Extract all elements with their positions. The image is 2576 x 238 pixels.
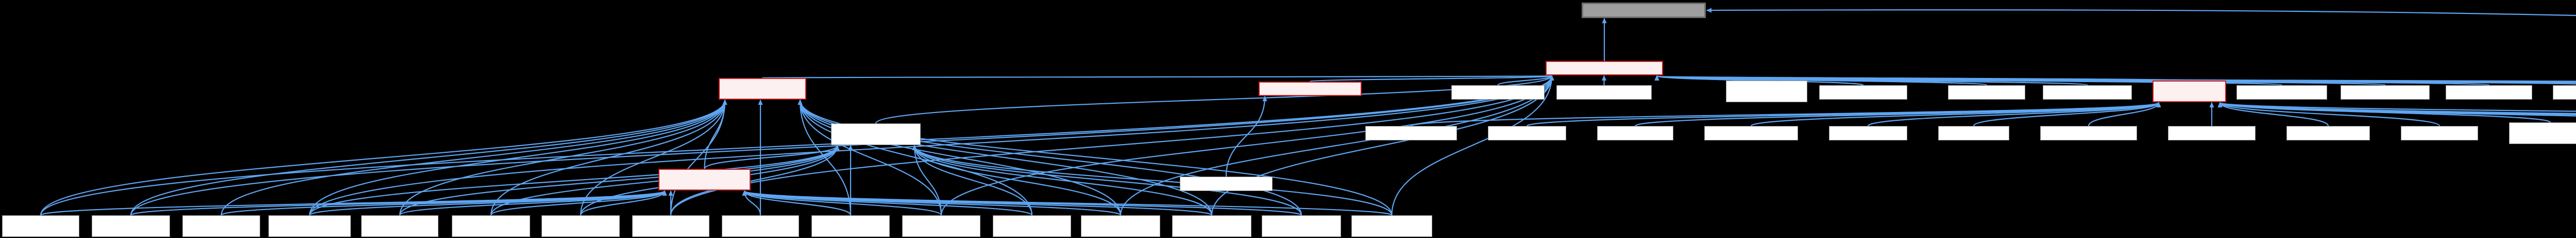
include-edge-c_slider_cpp-to-component_base_hpp <box>798 99 1213 216</box>
include-edge-c_menu_cpp-to-component_options_hpp <box>912 145 1122 216</box>
graph-node-c_radiobox_cpp[interactable] <box>1262 215 1341 237</box>
include-edge-c_hoverable_cpp-to-component_hpp <box>221 190 667 216</box>
include-edge-reflect_cpp-to-elements_hpp <box>1656 75 2576 82</box>
include-edge-c_modal_cpp-to-component_hpp <box>742 190 852 216</box>
include-edge-underlined_double_cpp-to-node_decorator_hpp <box>2218 102 2576 112</box>
graph-node-frame_cpp[interactable] <box>2236 85 2327 100</box>
graph-node-flexbox_cpp[interactable] <box>2043 85 2132 100</box>
include-edge-c_button_cpp-to-elements_hpp <box>309 75 1554 216</box>
include-edge-c_button_cpp-to-component_base_hpp <box>309 99 727 216</box>
graph-node-node_decorator_hpp[interactable] <box>2153 81 2226 102</box>
graph-node-c_menu_cpp[interactable] <box>1081 215 1160 237</box>
graph-node-c_dropdown_cpp[interactable] <box>541 215 620 237</box>
graph-node-hyperlink_cpp[interactable] <box>2168 126 2256 140</box>
include-edge-text_cpp-to-deprecated_hpp <box>1706 8 2576 17</box>
graph-node-automerge_cpp[interactable] <box>1365 126 1457 140</box>
include-edge-c_menu_cpp-to-component_base_hpp <box>798 99 1122 216</box>
graph-node-c_renderer_cpp[interactable] <box>902 215 980 237</box>
graph-node-focus_cursor_cpp[interactable] <box>2040 126 2137 140</box>
graph-node-blink_cpp[interactable] <box>1488 126 1566 140</box>
graph-node-bold_cpp[interactable] <box>1597 126 1673 140</box>
include-edge-c_collapsible_cpp-to-component_base_hpp <box>490 99 727 216</box>
graph-node-color_cpp[interactable] <box>1829 126 1907 140</box>
graph-node-italic_cpp[interactable] <box>2401 126 2478 140</box>
include-edge-c_hoverable_cpp-to-component_base_hpp <box>221 99 727 216</box>
graph-node-c_collapsible_cpp[interactable] <box>452 215 530 237</box>
graph-node-c_component_cpp[interactable] <box>2 215 79 237</box>
include-edge-c_slider_cpp-to-component_hpp <box>742 190 1213 216</box>
graph-node-component_base_hpp[interactable] <box>719 78 806 100</box>
graph-node-graph_cpp[interactable] <box>2446 85 2532 100</box>
include-edge-c_window_cpp-to-component_options_hpp <box>912 145 1393 216</box>
include-edge-automerge_cpp-to-node_decorator_hpp <box>1410 102 2161 127</box>
include-edge-italic_cpp-to-node_decorator_hpp <box>2217 102 2441 127</box>
include-edge-c_component_cpp-to-elements_hpp <box>40 75 1554 216</box>
graph-node-gridbox_cpp[interactable] <box>2553 85 2576 100</box>
graph-node-table_cpp[interactable] <box>1180 177 1273 191</box>
include-edge-color_cpp-to-node_decorator_hpp <box>1867 102 2161 127</box>
include-edge-c_window_cpp-to-component_hpp <box>742 190 1393 216</box>
graph-node-inverted_cpp[interactable] <box>2286 126 2370 140</box>
include-edge-c_renderer_cpp-to-component_options_hpp <box>912 145 942 216</box>
graph-node-border_cpp[interactable] <box>1451 85 1545 100</box>
graph-node-c_modal_cpp[interactable] <box>811 215 890 237</box>
include-edge-clear_under_cpp-to-node_decorator_hpp <box>1750 102 2161 127</box>
include-edge-c_resizable_split_cpp-to-component_options_hpp <box>912 145 1033 216</box>
graph-node-linear_gradient_cpp[interactable] <box>2509 122 2576 144</box>
include-edge-component_base_hpp-to-elements_hpp <box>761 75 1553 81</box>
include-edge-c_component_cpp-to-component_base_hpp <box>40 99 727 216</box>
graph-node-deprecated_hpp[interactable] <box>1582 3 1706 18</box>
graph-node-c_input_cpp[interactable] <box>632 215 709 237</box>
include-edge-underlined_cpp-to-node_decorator_hpp <box>2218 102 2576 115</box>
include-edge-c_renderer_cpp-to-elements_hpp <box>940 75 1554 216</box>
include-edge-c_radiobox_cpp-to-component_base_hpp <box>798 99 1302 216</box>
include-edge-bold_cpp-to-node_decorator_hpp <box>1634 102 2161 127</box>
graph-node-c_button_cpp[interactable] <box>268 215 351 237</box>
include-edge-c_button_cpp-to-component_hpp <box>309 190 667 216</box>
include-edge-c_input_cpp-to-component_base_hpp <box>670 99 727 216</box>
graph-node-c_slider_cpp[interactable] <box>1172 215 1251 237</box>
include-edge-c_window_cpp-to-component_base_hpp <box>798 99 1393 216</box>
graph-node-c_resizable_split_cpp[interactable] <box>993 215 1071 237</box>
graph-node-c_window_cpp[interactable] <box>1351 215 1432 237</box>
graph-node-component_options_hpp[interactable] <box>831 123 921 145</box>
graph-node-flex_cpp[interactable] <box>1948 85 2025 100</box>
include-edge-table_cpp-to-table_hpp <box>1225 96 1267 177</box>
include-edge-c_renderer_cpp-to-component_hpp <box>742 190 942 216</box>
graph-node-clear_under_cpp[interactable] <box>1704 126 1798 140</box>
include-edge-c_container_cpp-to-component_base_hpp <box>130 99 727 216</box>
graph-node-dbox_cpp[interactable] <box>1819 85 1907 100</box>
include-edge-inverted_cpp-to-node_decorator_hpp <box>2217 102 2329 126</box>
graph-node-component_hpp[interactable] <box>658 169 751 191</box>
include-edge-table_hpp-to-elements_hpp <box>1309 75 1554 83</box>
include-edge-c_dropdown_cpp-to-component_base_hpp <box>580 99 727 216</box>
graph-node-c_hoverable_cpp[interactable] <box>182 215 260 237</box>
include-edge-c_slider_cpp-to-component_options_hpp <box>912 145 1213 216</box>
graph-node-c_checkbox_cpp[interactable] <box>361 215 438 237</box>
include-edge-c_radiobox_cpp-to-component_options_hpp <box>912 145 1302 216</box>
graph-node-composite_decorator_cpp[interactable] <box>1726 81 1807 102</box>
graph-node-canvas_cpp[interactable] <box>1556 85 1652 100</box>
include-edge-c_input_cpp-to-component_options_hpp <box>670 145 840 216</box>
include-edge-c_checkbox_cpp-to-component_options_hpp <box>399 145 840 216</box>
graph-node-dim_cpp[interactable] <box>1938 126 2009 140</box>
include-edge-dim_cpp-to-node_decorator_hpp <box>1973 102 2161 127</box>
include-edge-c_dropdown_cpp-to-component_hpp <box>580 190 667 216</box>
include-edge-c_collapsible_cpp-to-component_hpp <box>490 190 667 216</box>
include-edge-c_menu_cpp-to-elements_hpp <box>1120 75 1554 216</box>
graph-node-c_maybe_cpp[interactable] <box>722 215 799 237</box>
graph-node-gauge_cpp[interactable] <box>2341 85 2430 100</box>
graph-node-table_hpp[interactable] <box>1259 82 1362 96</box>
include-edge-c_checkbox_cpp-to-component_hpp <box>399 190 667 216</box>
include-edge-component_hpp-to-component_options_hpp <box>704 145 840 169</box>
graph-node-elements_hpp[interactable] <box>1546 61 1663 75</box>
include-edge-c_renderer_cpp-to-component_base_hpp <box>798 99 942 216</box>
include-edge-c_button_cpp-to-component_options_hpp <box>309 145 840 216</box>
include-edge-c_checkbox_cpp-to-component_base_hpp <box>399 99 727 216</box>
include-edge-c_window_cpp-to-elements_hpp <box>1391 75 1554 216</box>
graph-node-c_container_cpp[interactable] <box>92 215 170 237</box>
include-edge-component_options_hpp-to-elements_hpp <box>875 75 1554 124</box>
include-edge-focus_cursor_cpp-to-node_decorator_hpp <box>2088 102 2161 126</box>
